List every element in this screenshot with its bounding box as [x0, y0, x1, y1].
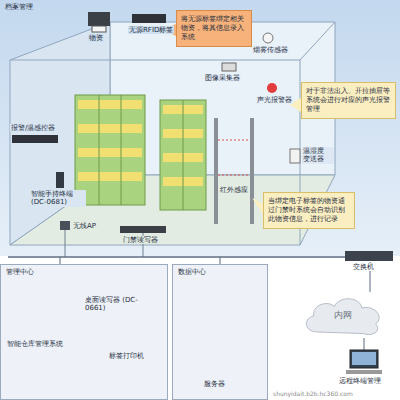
bottom-devices-part [346, 370, 382, 374]
device-label: 报警/温感控器 [10, 124, 56, 132]
callout-text: 当绑定电子标签的物资通过门禁时系统会自动识别此物资信息，进行记录 [268, 197, 350, 223]
device-label: 交换机 [352, 263, 375, 271]
gate-poles-part [250, 118, 254, 224]
shelf-rack-part [75, 95, 145, 205]
devices-part [92, 26, 106, 32]
callout-tails [162, 24, 301, 214]
watermark: shunyidait.b2b.hc360.com [272, 390, 354, 397]
shelf-rack-part [160, 100, 206, 210]
controller-box [12, 135, 58, 143]
callout-box: 当绑定电子标签的物资通过门禁时系统会自动识别此物资信息，进行记录 [263, 192, 355, 229]
panel-heading: 数据中心 [178, 268, 262, 277]
device-label: 物资 [88, 34, 104, 42]
panel-box: 管理中心 [0, 264, 168, 400]
shelf-rack-part [121, 95, 122, 205]
handheld-icon [56, 172, 64, 188]
device-label: 无线AP [72, 222, 97, 230]
device-label: 烟雾传感器 [252, 46, 289, 54]
reader-icon [132, 14, 166, 23]
room-wireframe-part [300, 22, 335, 60]
callout-text: 将无源标签绑定相关物资，将其信息录入系统 [181, 15, 247, 41]
network-part [364, 338, 365, 350]
monitor-icon [350, 350, 378, 368]
panel-heading: 管理中心 [6, 268, 162, 277]
device-label: 门禁读写器 [122, 236, 159, 244]
shelf-rack-part [78, 124, 142, 133]
shelf-rack-part [183, 100, 184, 210]
region-band: 档案管理将无源标签绑定相关物资，将其信息录入系统对于非法出入、开拉抽屉等系统会进… [0, 0, 400, 250]
callout-text: 对于非法出入、开拉抽屉等系统会进行对应的声光报警管理 [306, 87, 391, 113]
gate-poles-part [218, 175, 250, 176]
device-label: 智能手持终端 (DC-0681) [30, 190, 86, 207]
region-ground [0, 0, 400, 256]
cloud-shape: 内网 [300, 292, 386, 340]
room-wireframe-part [10, 60, 300, 61]
device-label: 声光报警器 [256, 96, 293, 104]
callout-box: 对于非法出入、开拉抽屉等系统会进行对应的声光报警管理 [301, 82, 396, 119]
bottom-devices-part [352, 352, 376, 365]
gate-poles [214, 118, 254, 224]
device-label: 图像采集器 [204, 74, 241, 82]
printer-icon [88, 12, 110, 26]
shelf-rack-part [99, 95, 100, 205]
shelf-rack-part [78, 148, 142, 157]
gate-poles-part [214, 118, 218, 224]
temp-sensor [290, 149, 300, 163]
gate-poles-part [218, 140, 250, 141]
shelf-rack-part [78, 172, 142, 181]
cloud-label: 内网 [334, 310, 352, 321]
ap-icon [60, 221, 70, 230]
device-label: 红外感应 [219, 186, 249, 194]
switch-icon [345, 251, 393, 261]
device-label: 标签打印机 [108, 352, 145, 360]
device-label: 桌面读写器 (DC-0661) [84, 296, 154, 313]
device-label: 温湿度 变送器 [302, 147, 334, 164]
device-label: 无源RFID标签 [128, 26, 174, 34]
shelf-rack-part [78, 100, 142, 109]
device-label: 服务器 [203, 380, 226, 388]
devices [12, 12, 300, 257]
devices-part [65, 230, 66, 257]
camera-icon [222, 63, 236, 71]
network-part [8, 256, 345, 258]
device-label: 智能仓库管理系统 [6, 340, 64, 348]
shelf-rack [75, 95, 206, 210]
smoke-sensor [263, 33, 273, 43]
cloud-path [306, 299, 379, 335]
callout-box: 将无源标签绑定相关物资，将其信息录入系统 [176, 10, 252, 47]
gate-reader [120, 226, 166, 233]
alarm-light [267, 83, 277, 93]
callout-tails-part [252, 198, 263, 214]
device-label: 远程终端管理 [338, 377, 382, 385]
